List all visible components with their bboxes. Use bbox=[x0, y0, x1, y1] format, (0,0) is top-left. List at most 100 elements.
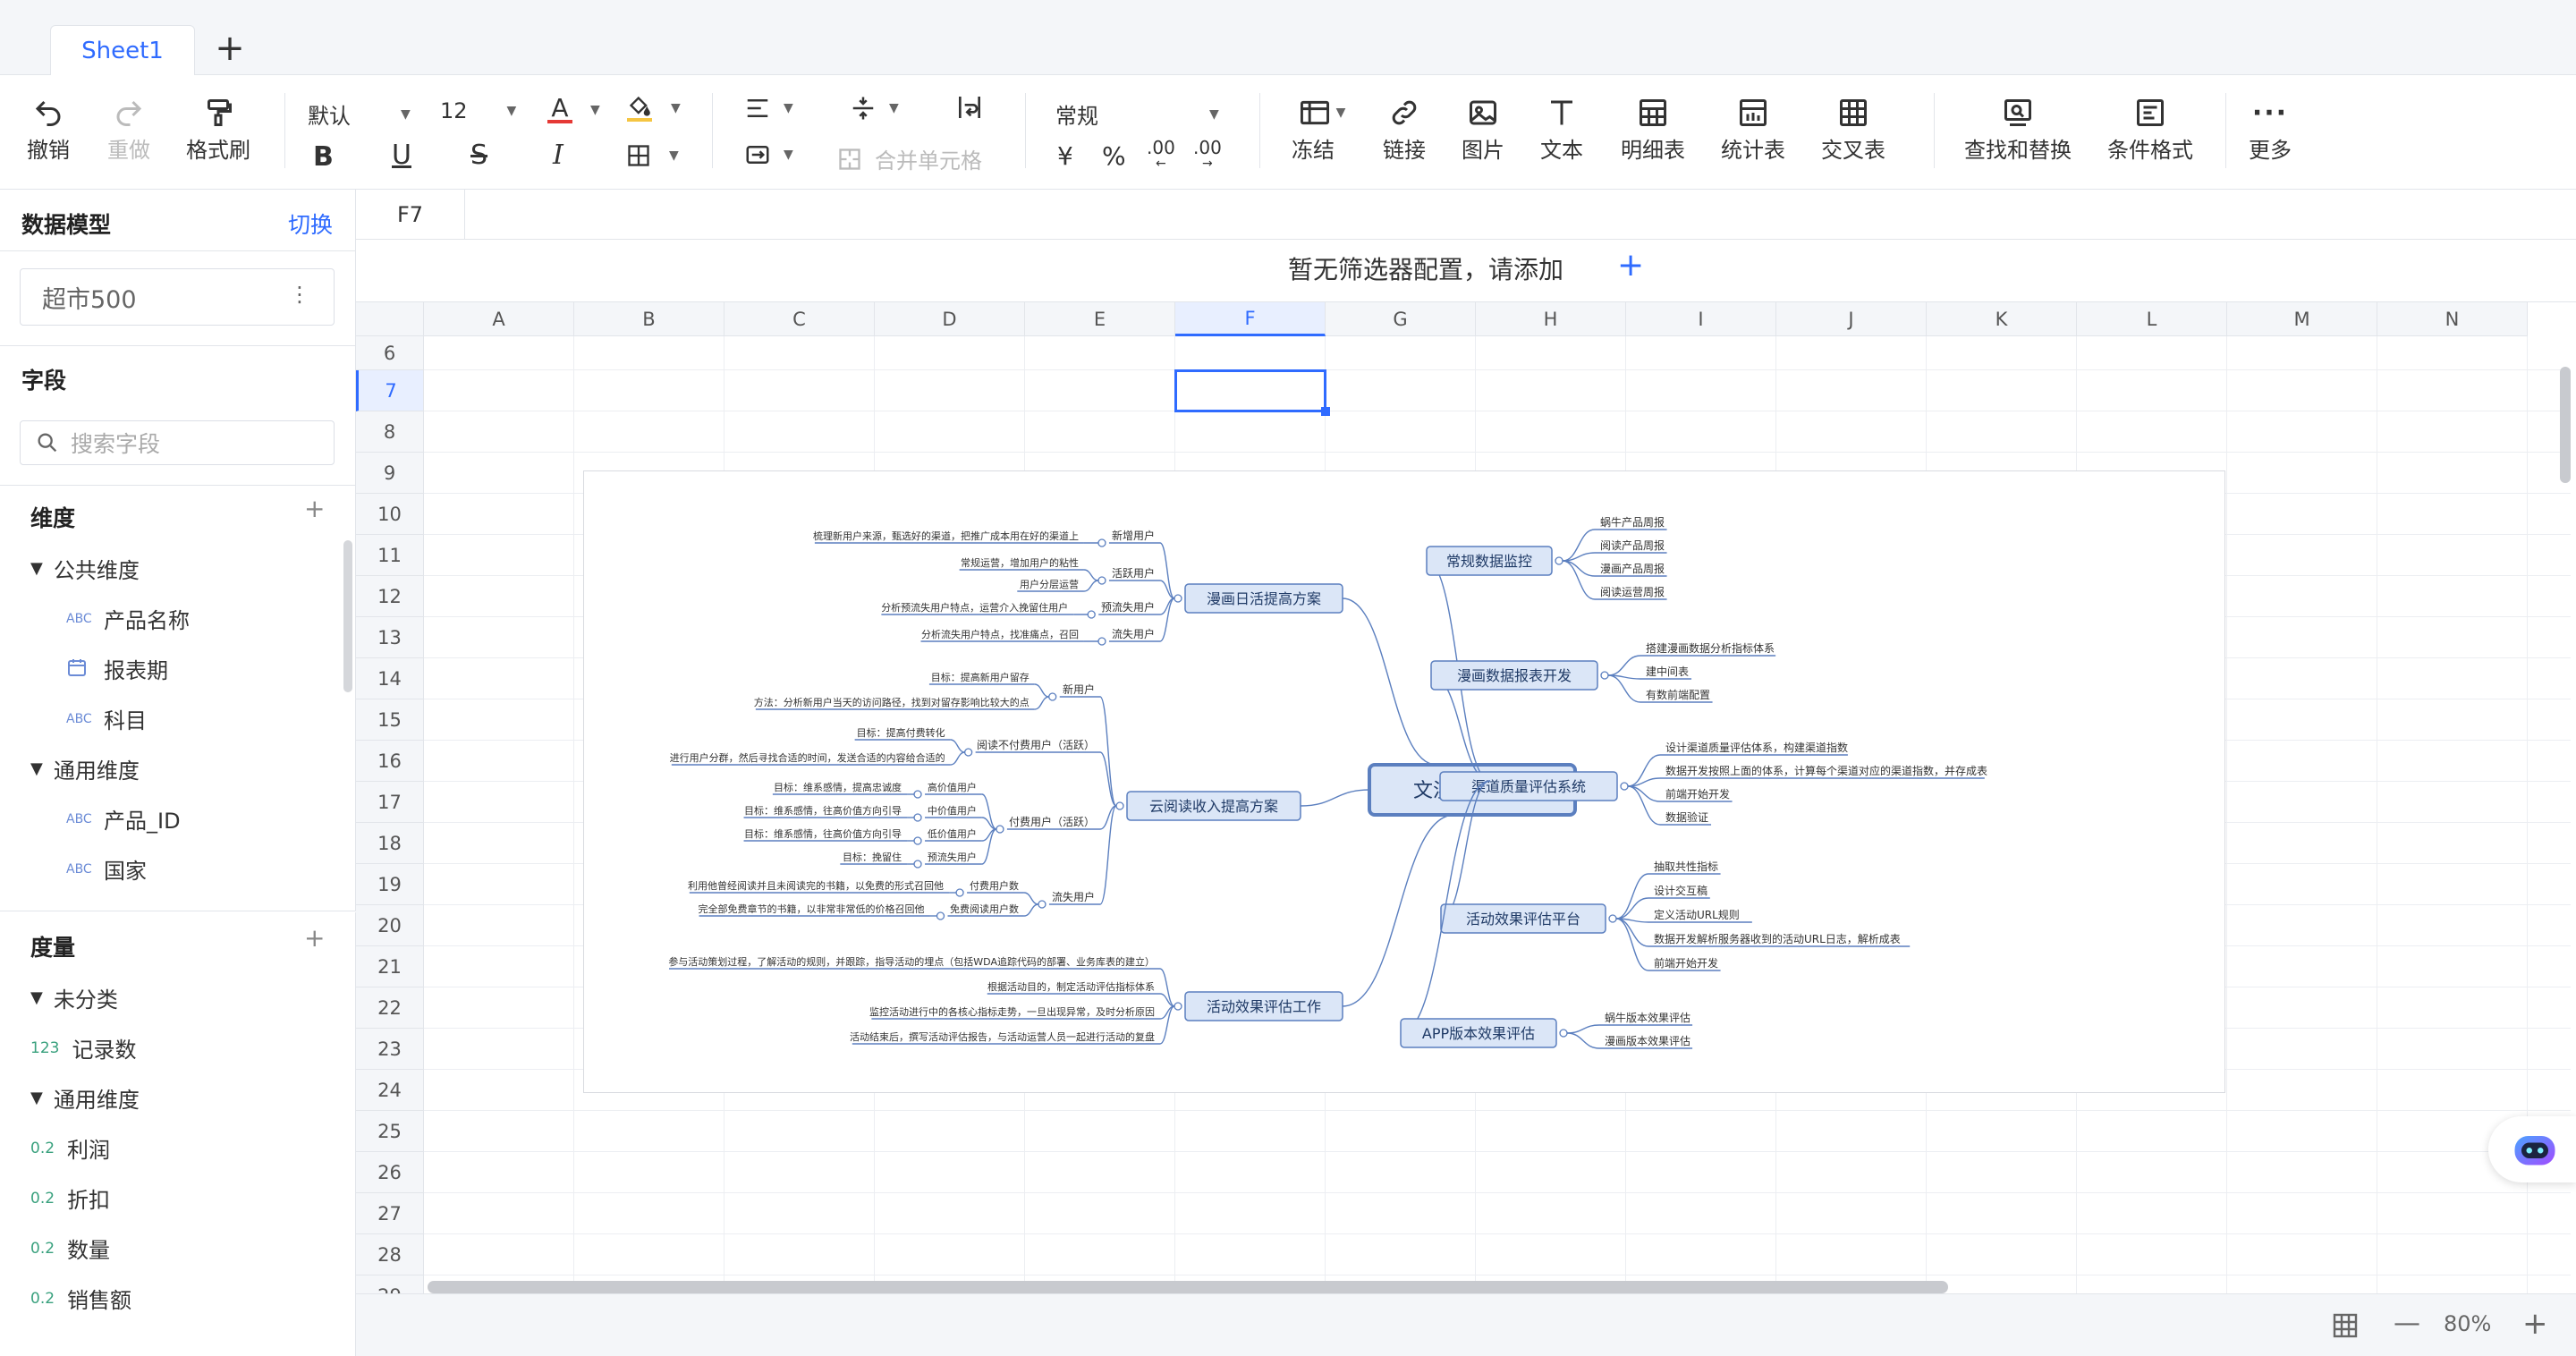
font-family-select[interactable]: 默认▼ bbox=[308, 98, 411, 130]
stat-table-button[interactable]: 统计表 bbox=[1721, 93, 1785, 164]
image-button[interactable]: 图片 bbox=[1462, 93, 1504, 164]
decimal-decrease-button[interactable]: .00→ bbox=[1193, 139, 1222, 172]
zoom-in-button[interactable]: + bbox=[2522, 1306, 2548, 1342]
select-all-corner[interactable] bbox=[356, 302, 424, 336]
row-header-26[interactable]: 26 bbox=[356, 1152, 424, 1193]
row-header-22[interactable]: 22 bbox=[356, 987, 424, 1029]
column-header-k[interactable]: K bbox=[1927, 302, 2077, 336]
field-search-input[interactable]: 搜索字段 bbox=[20, 420, 335, 465]
add-measure-button[interactable]: + bbox=[304, 923, 326, 953]
row-header-28[interactable]: 28 bbox=[356, 1234, 424, 1275]
more-vertical-icon[interactable]: ⋮ bbox=[289, 282, 310, 307]
row-header-20[interactable]: 20 bbox=[356, 905, 424, 946]
font-size-select[interactable]: 12▼ bbox=[440, 98, 516, 123]
row-header-18[interactable]: 18 bbox=[356, 823, 424, 864]
row-header-10[interactable]: 10 bbox=[356, 494, 424, 535]
column-header-j[interactable]: J bbox=[1776, 302, 1927, 336]
column-header-f[interactable]: F bbox=[1175, 302, 1326, 336]
vertical-scrollbar[interactable] bbox=[2560, 367, 2571, 483]
row-header-9[interactable]: 9 bbox=[356, 453, 424, 494]
fill-color-button[interactable]: ▼ bbox=[626, 95, 681, 122]
column-header-b[interactable]: B bbox=[574, 302, 724, 336]
percent-button[interactable]: % bbox=[1102, 141, 1126, 171]
decimal-increase-button[interactable]: .00← bbox=[1147, 139, 1175, 172]
column-header-c[interactable]: C bbox=[724, 302, 875, 336]
dim-group[interactable]: ▼通用维度 bbox=[30, 753, 140, 784]
zoom-out-button[interactable]: — bbox=[2394, 1308, 2420, 1339]
row-header-7[interactable]: 7 bbox=[356, 370, 424, 411]
more-button[interactable]: ··· 更多 bbox=[2249, 93, 2292, 164]
sheet-tab-sheet1[interactable]: Sheet1 bbox=[50, 25, 195, 75]
row-header-11[interactable]: 11 bbox=[356, 535, 424, 576]
row-header-21[interactable]: 21 bbox=[356, 946, 424, 987]
add-dimension-button[interactable]: + bbox=[304, 494, 326, 523]
text-box-button[interactable]: 文本 bbox=[1540, 93, 1583, 164]
grid-view-button[interactable] bbox=[2331, 1311, 2360, 1343]
font-color-button[interactable]: A▼ bbox=[547, 96, 600, 123]
row-header-14[interactable]: 14 bbox=[356, 658, 424, 699]
row-header-27[interactable]: 27 bbox=[356, 1193, 424, 1234]
measure-group[interactable]: ▼通用维度 bbox=[30, 1082, 140, 1114]
row-header-25[interactable]: 25 bbox=[356, 1111, 424, 1152]
column-header-n[interactable]: N bbox=[2377, 302, 2528, 336]
field-item[interactable]: 报表期 bbox=[66, 653, 168, 684]
number-format-select[interactable]: 常规▼ bbox=[1055, 98, 1219, 130]
row-header-17[interactable]: 17 bbox=[356, 782, 424, 823]
undo-button[interactable]: 撤销 bbox=[27, 93, 70, 164]
column-header-l[interactable]: L bbox=[2077, 302, 2227, 336]
conditional-format-button[interactable]: 条件格式 bbox=[2107, 93, 2193, 164]
italic-button[interactable]: I bbox=[553, 140, 564, 171]
fill-handle[interactable] bbox=[1321, 407, 1330, 416]
row-header-16[interactable]: 16 bbox=[356, 741, 424, 782]
column-header-g[interactable]: G bbox=[1326, 302, 1476, 336]
row-header-15[interactable]: 15 bbox=[356, 699, 424, 741]
text-wrap-button[interactable] bbox=[955, 93, 984, 122]
underline-button[interactable]: U bbox=[392, 140, 411, 171]
ai-assistant-button[interactable] bbox=[2488, 1116, 2576, 1182]
row-header-6[interactable]: 6 bbox=[356, 336, 424, 370]
merge-cells-button[interactable]: 合并单元格 bbox=[837, 143, 982, 174]
freeze-button[interactable]: ▼ 冻结 bbox=[1292, 93, 1352, 164]
model-selector[interactable]: 超市500⋮ bbox=[20, 268, 335, 326]
add-filter-button[interactable]: + bbox=[1617, 247, 1645, 284]
add-sheet-button[interactable]: + bbox=[215, 28, 245, 69]
column-header-a[interactable]: A bbox=[424, 302, 574, 336]
column-header-i[interactable]: I bbox=[1626, 302, 1776, 336]
left-scrollbar[interactable] bbox=[343, 540, 352, 692]
text-direction-button[interactable]: ▼ bbox=[744, 141, 793, 168]
column-header-e[interactable]: E bbox=[1025, 302, 1175, 336]
format-painter-button[interactable]: 格式刷 bbox=[186, 93, 250, 164]
horizontal-align-button[interactable]: ▼ bbox=[744, 97, 793, 120]
row-header-24[interactable]: 24 bbox=[356, 1070, 424, 1111]
vertical-align-button[interactable]: ▼ bbox=[850, 95, 899, 122]
link-button[interactable]: 链接 bbox=[1383, 93, 1426, 164]
bold-button[interactable]: B bbox=[313, 141, 334, 173]
row-header-13[interactable]: 13 bbox=[356, 617, 424, 658]
detail-table-button[interactable]: 明细表 bbox=[1621, 93, 1685, 164]
row-header-8[interactable]: 8 bbox=[356, 411, 424, 453]
currency-button[interactable]: ¥ bbox=[1057, 141, 1073, 171]
column-header-h[interactable]: H bbox=[1476, 302, 1626, 336]
row-header-23[interactable]: 23 bbox=[356, 1029, 424, 1070]
cross-table-button[interactable]: 交叉表 bbox=[1821, 93, 1885, 164]
cell-reference[interactable]: F7 bbox=[356, 190, 465, 240]
measure-group[interactable]: ▼未分类 bbox=[30, 982, 118, 1013]
column-header-d[interactable]: D bbox=[875, 302, 1025, 336]
redo-button[interactable]: 重做 bbox=[107, 93, 150, 164]
selected-cell[interactable] bbox=[1174, 369, 1326, 412]
switch-model-link[interactable]: 切换 bbox=[288, 212, 334, 238]
border-button[interactable]: ▼ bbox=[626, 143, 679, 168]
row-header-12[interactable]: 12 bbox=[356, 576, 424, 617]
row-header-19[interactable]: 19 bbox=[356, 864, 424, 905]
strikethrough-button[interactable]: S bbox=[470, 140, 488, 171]
find-replace-button[interactable]: 查找和替换 bbox=[1964, 93, 2072, 164]
